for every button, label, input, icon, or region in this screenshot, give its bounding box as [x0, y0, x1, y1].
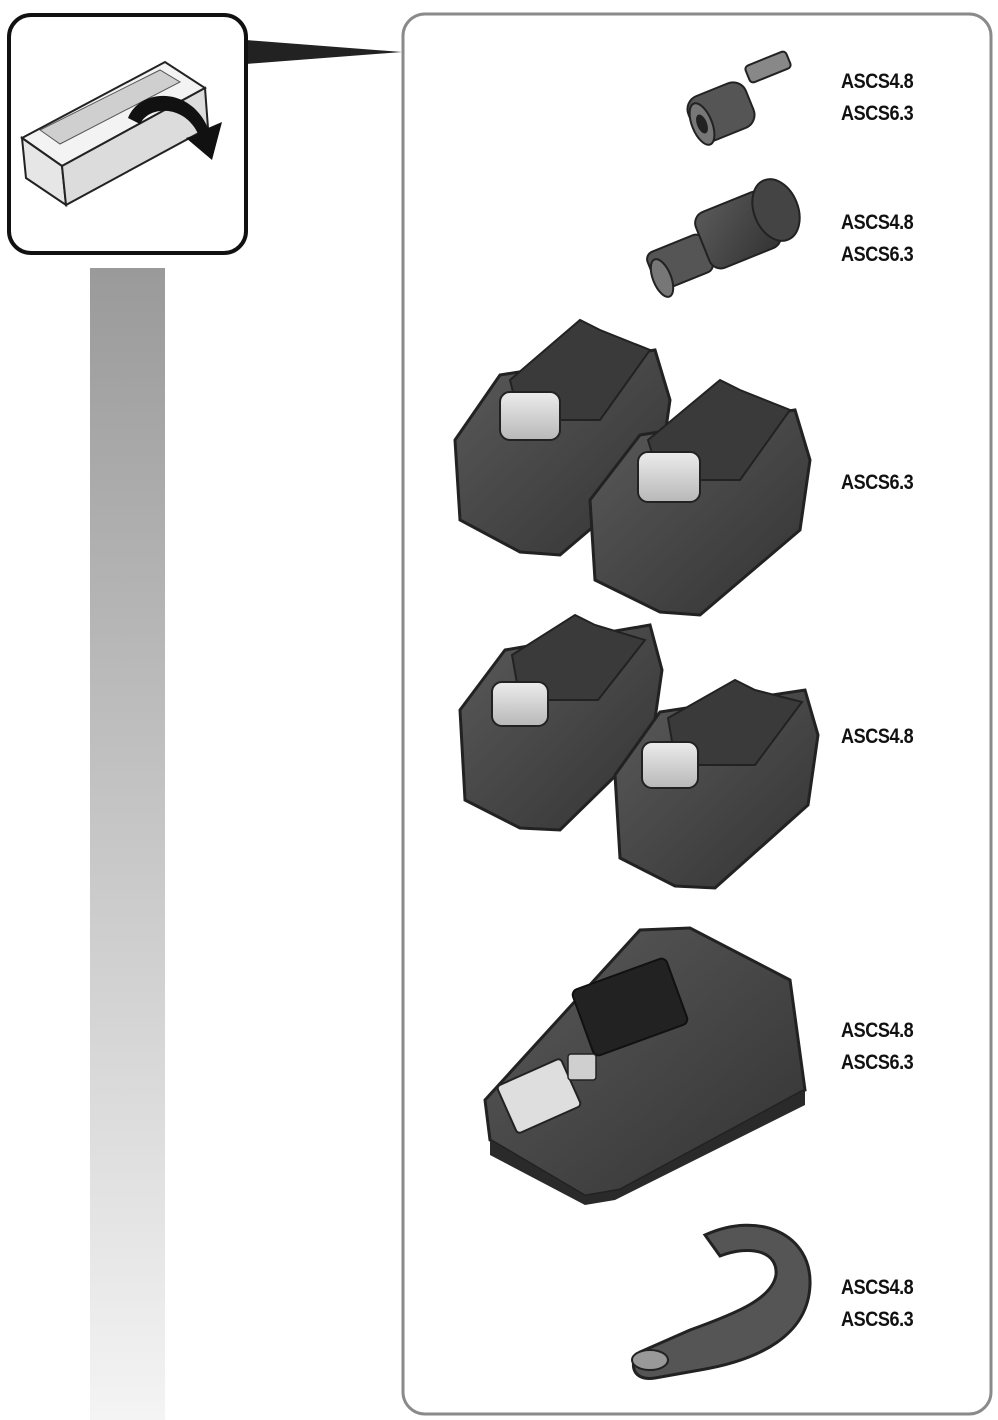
label-nut-setter: ASCS4.8 ASCS6.3 [841, 66, 914, 130]
label-battery-small: ASCS4.8 [841, 721, 914, 753]
label-belt-clip: ASCS4.8 ASCS6.3 [841, 1272, 914, 1336]
model-label: ASCS4.8 [841, 70, 914, 93]
label-chuck-adapter: ASCS4.8 ASCS6.3 [841, 207, 914, 271]
belt-clip-icon [631, 1223, 812, 1380]
open-arrow-icon [128, 95, 222, 160]
model-label: ASCS6.3 [841, 1051, 914, 1074]
model-label: ASCS6.3 [841, 471, 914, 494]
label-charger: ASCS4.8 ASCS6.3 [841, 1015, 914, 1079]
model-label: ASCS4.8 [841, 1019, 914, 1042]
charger-icon [483, 926, 807, 1205]
gradient-bar [90, 268, 165, 1420]
battery-large-front-icon [588, 378, 812, 617]
nut-setter-icon [686, 50, 792, 146]
model-label: ASCS4.8 [841, 725, 914, 748]
model-label: ASCS4.8 [841, 1276, 914, 1299]
model-label: ASCS6.3 [841, 243, 914, 266]
battery-small-front-icon [613, 678, 820, 890]
model-label: ASCS6.3 [841, 1308, 914, 1331]
contents-frame [401, 12, 993, 1416]
label-battery-large: ASCS6.3 [841, 467, 914, 499]
model-label: ASCS6.3 [841, 102, 914, 125]
chuck-adapter-icon [646, 178, 801, 298]
battery-small-rear-icon [458, 613, 664, 832]
callout-connector [246, 40, 402, 64]
model-label: ASCS4.8 [841, 211, 914, 234]
